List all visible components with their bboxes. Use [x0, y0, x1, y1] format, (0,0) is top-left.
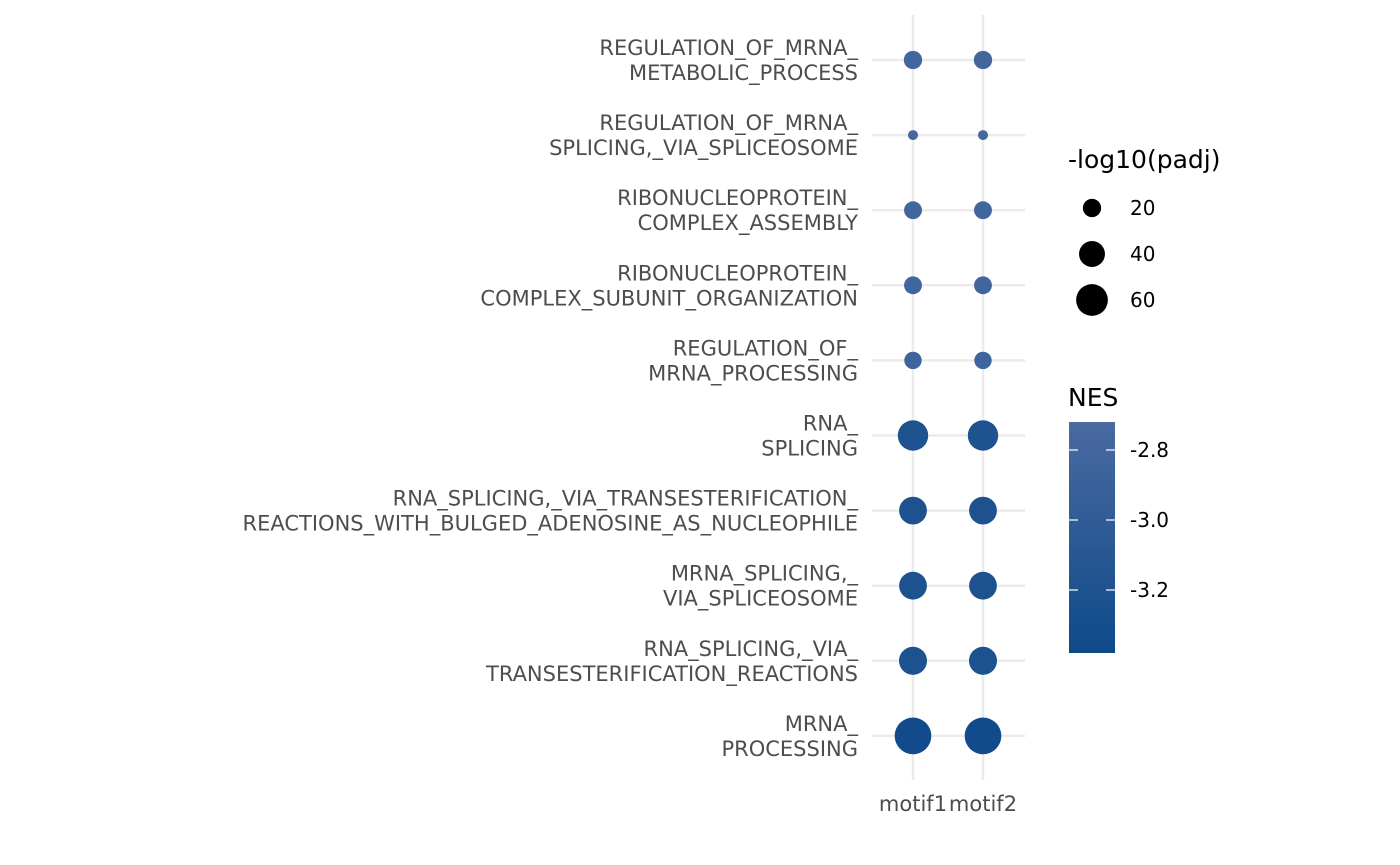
color-legend: NES -2.8 -3.0 -3.2 [1068, 383, 1169, 653]
size-legend: -log10(padj) 20 40 60 [1068, 145, 1220, 316]
size-legend-label: 40 [1130, 242, 1155, 266]
y-tick-label: RNA_SPLICING,_VIA_TRANSESTERIFICATION_RE… [243, 487, 859, 537]
data-point-motif2 [967, 420, 999, 451]
data-point-motif2 [974, 201, 992, 220]
y-tick-label: RNA_SPLICING,_VIA_TRANSESTERIFICATION_RE… [485, 637, 858, 687]
y-tick-label: REGULATION_OF_MRNA_METABOLIC_PROCESS [599, 36, 858, 86]
grid-lines [872, 15, 1025, 780]
size-legend-title: -log10(padj) [1068, 145, 1220, 174]
size-legend-key [1079, 241, 1105, 267]
data-point-motif2 [969, 571, 997, 600]
y-tick-label: RNA_SPLICING [761, 412, 858, 461]
color-legend-title: NES [1068, 383, 1118, 412]
x-tick-label: motif2 [949, 792, 1017, 816]
x-tick-label: motif1 [879, 792, 947, 816]
y-tick-label: REGULATION_OF_MRNA_PROCESSING [648, 336, 858, 386]
data-point-motif2 [964, 717, 1002, 755]
data-point-motif2 [974, 351, 992, 370]
size-legend-key [1082, 198, 1102, 218]
y-tick-label: MRNA_PROCESSING [721, 712, 858, 761]
color-legend-label: -2.8 [1130, 438, 1169, 462]
data-point-motif1 [898, 646, 928, 675]
y-tick-label: RIBONUCLEOPROTEIN_COMPLEX_SUBUNIT_ORGANI… [480, 261, 858, 311]
y-tick-label: MRNA_SPLICING,_VIA_SPLICEOSOME [663, 562, 859, 612]
data-point-motif1 [903, 50, 923, 70]
color-bar [1069, 422, 1115, 653]
data-point-motif2 [977, 130, 989, 141]
size-legend-key [1076, 284, 1108, 316]
data-point-motif1 [904, 276, 922, 295]
data-point-motif2 [974, 276, 992, 295]
y-axis-labels: REGULATION_OF_MRNA_METABOLIC_PROCESS REGU… [243, 36, 859, 761]
size-legend-label: 20 [1130, 196, 1155, 220]
data-point-motif1 [907, 130, 919, 141]
data-points [894, 50, 1002, 755]
data-point-motif1 [899, 496, 927, 525]
color-legend-label: -3.0 [1130, 508, 1169, 532]
data-point-motif2 [968, 646, 998, 675]
data-point-motif1 [894, 717, 932, 755]
data-point-motif1 [904, 201, 922, 220]
y-tick-label: RIBONUCLEOPROTEIN_COMPLEX_ASSEMBLY [617, 186, 858, 236]
data-point-motif2 [969, 496, 997, 525]
data-point-motif2 [973, 50, 993, 70]
data-point-motif1 [899, 571, 927, 600]
data-point-motif1 [897, 420, 929, 451]
color-legend-label: -3.2 [1130, 578, 1169, 602]
size-legend-label: 60 [1130, 288, 1155, 312]
y-tick-label: REGULATION_OF_MRNA_SPLICING,_VIA_SPLICEO… [549, 111, 858, 161]
data-point-motif1 [904, 351, 922, 370]
